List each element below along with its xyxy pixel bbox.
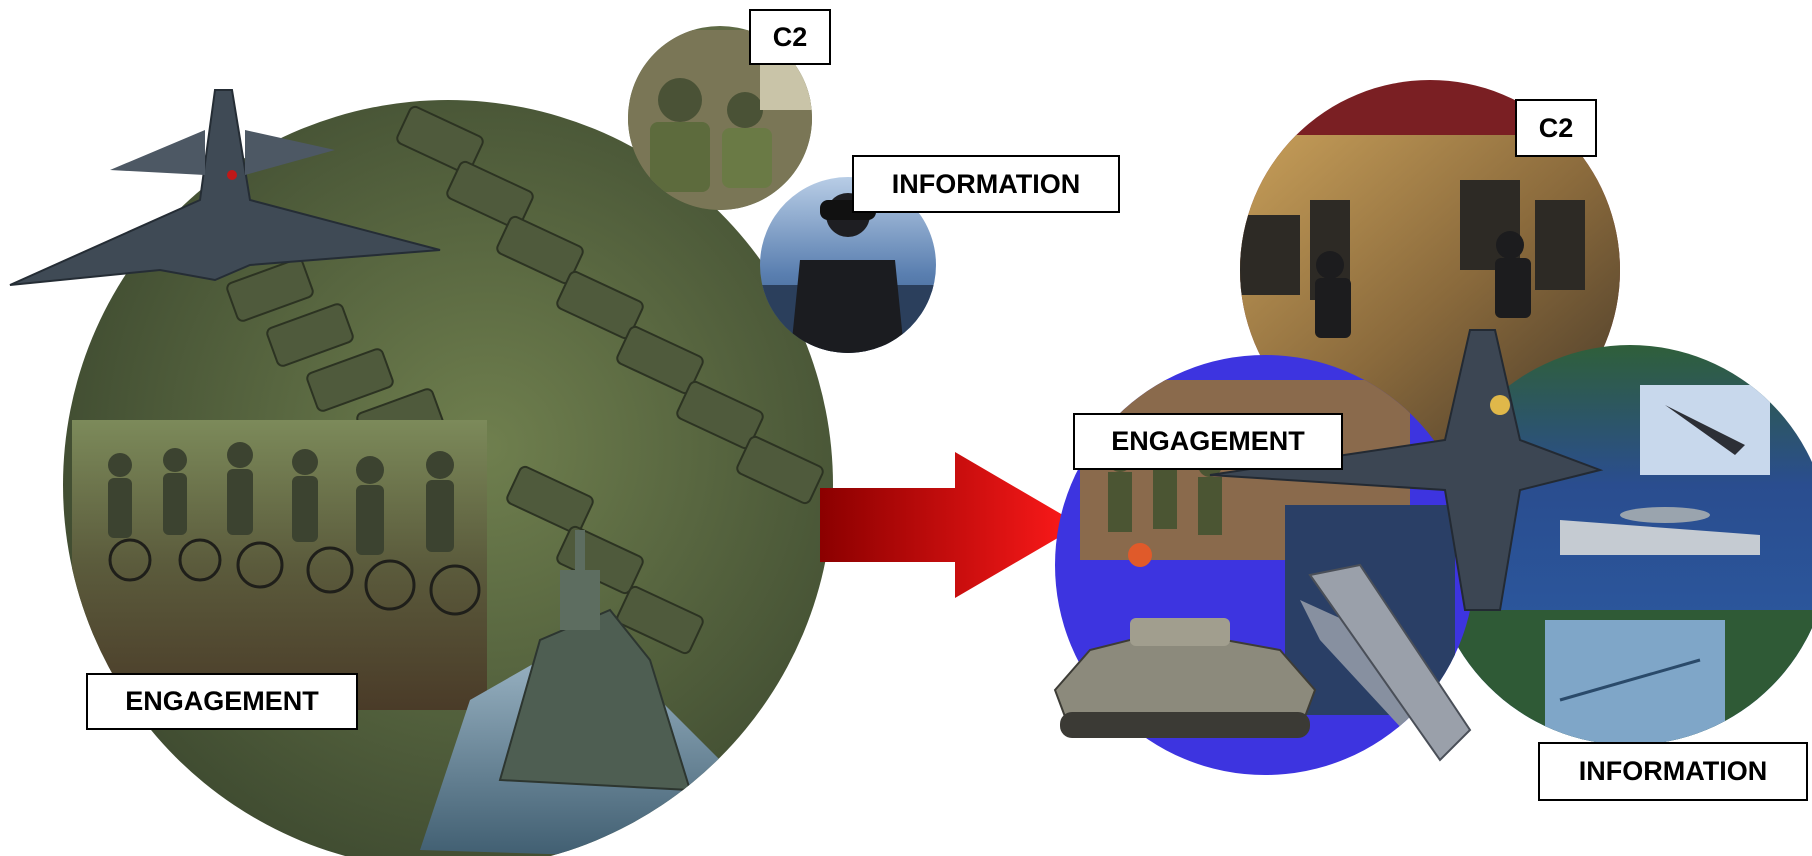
armored-vehicle-columns: [72, 105, 824, 856]
right-c2-label: C2: [1515, 99, 1597, 157]
right-information-label: INFORMATION: [1538, 742, 1808, 801]
left-engagement-circle: [63, 100, 833, 856]
transition-arrow: [820, 452, 1080, 598]
left-information-circle: [760, 177, 936, 353]
right-engagement-label: ENGAGEMENT: [1073, 413, 1343, 470]
tank-photo: [1053, 618, 1317, 738]
stealth-ship: [1308, 563, 1472, 762]
fighter-jet-left: [9, 89, 441, 286]
left-engagement-label: ENGAGEMENT: [86, 673, 358, 730]
patrol-boat: [420, 530, 740, 856]
sensor-diagram-photo: [1545, 620, 1725, 745]
left-c2-label: C2: [749, 9, 831, 65]
left-information-label: INFORMATION: [852, 155, 1120, 213]
fighter-jet-right: [1209, 329, 1604, 611]
bicycle-soldiers-photo: [72, 420, 487, 710]
